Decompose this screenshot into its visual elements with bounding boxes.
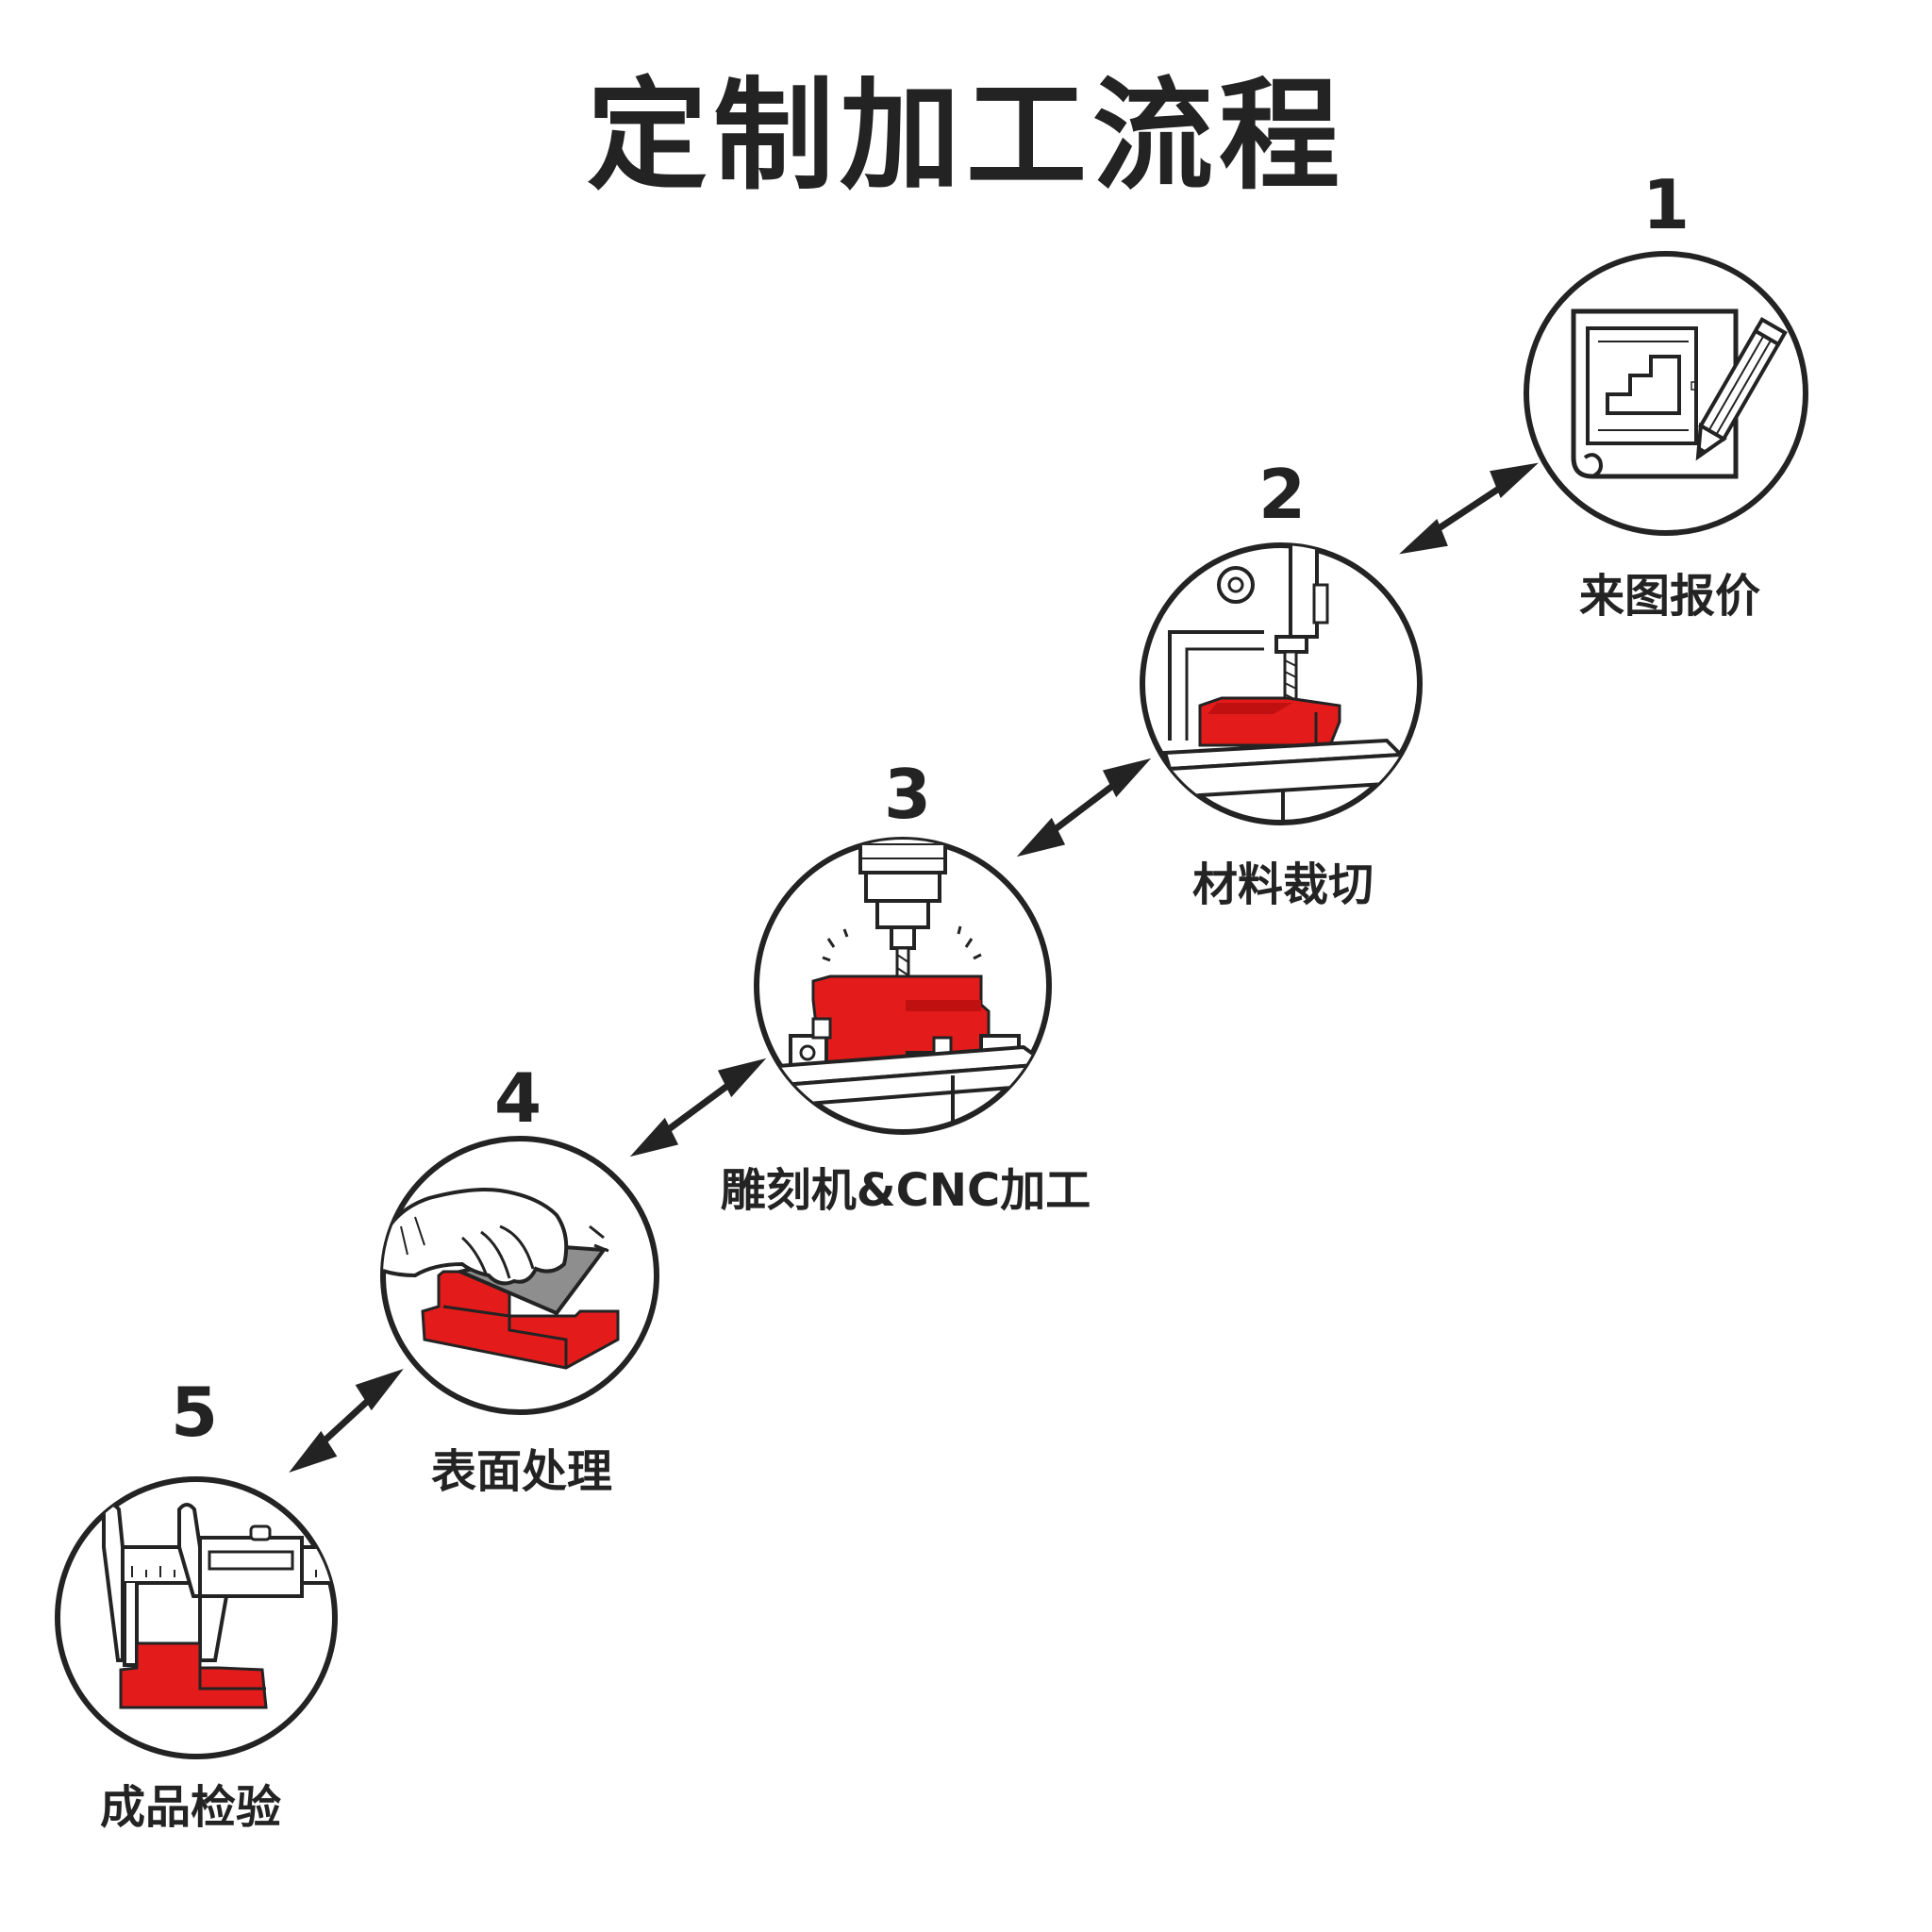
arrow-3-4 [629,1058,767,1158]
sanding-hand-icon [383,1188,620,1370]
step-5-circle [55,1476,338,1759]
step-2-circle [1140,542,1423,825]
arrow-4-5 [289,1369,404,1473]
step-4-label: 表面处理 [430,1445,612,1498]
step-1-number: 1 [1641,165,1690,244]
step-1-circle [1524,251,1808,536]
step-2-number: 2 [1257,455,1307,534]
step-1-label: 来图报价 [1578,570,1760,623]
arrow-1-2 [1399,462,1539,555]
step-3-circle [754,837,1052,1135]
arrow-2-3 [1016,758,1152,858]
drawing-pencil-icon [1571,308,1788,479]
step-5-label: 成品检验 [99,1781,281,1834]
step-4-circle [380,1136,659,1415]
step-3-number: 3 [883,755,932,834]
caliper-icon [102,1503,335,1709]
step-2-label: 材料裁切 [1191,858,1374,911]
page-title: 定制加工流程 [586,66,1345,207]
step-5-number: 5 [170,1373,219,1452]
step-3-label: 雕刻机&CNC加工 [720,1164,1091,1217]
step-4-number: 4 [493,1058,542,1138]
